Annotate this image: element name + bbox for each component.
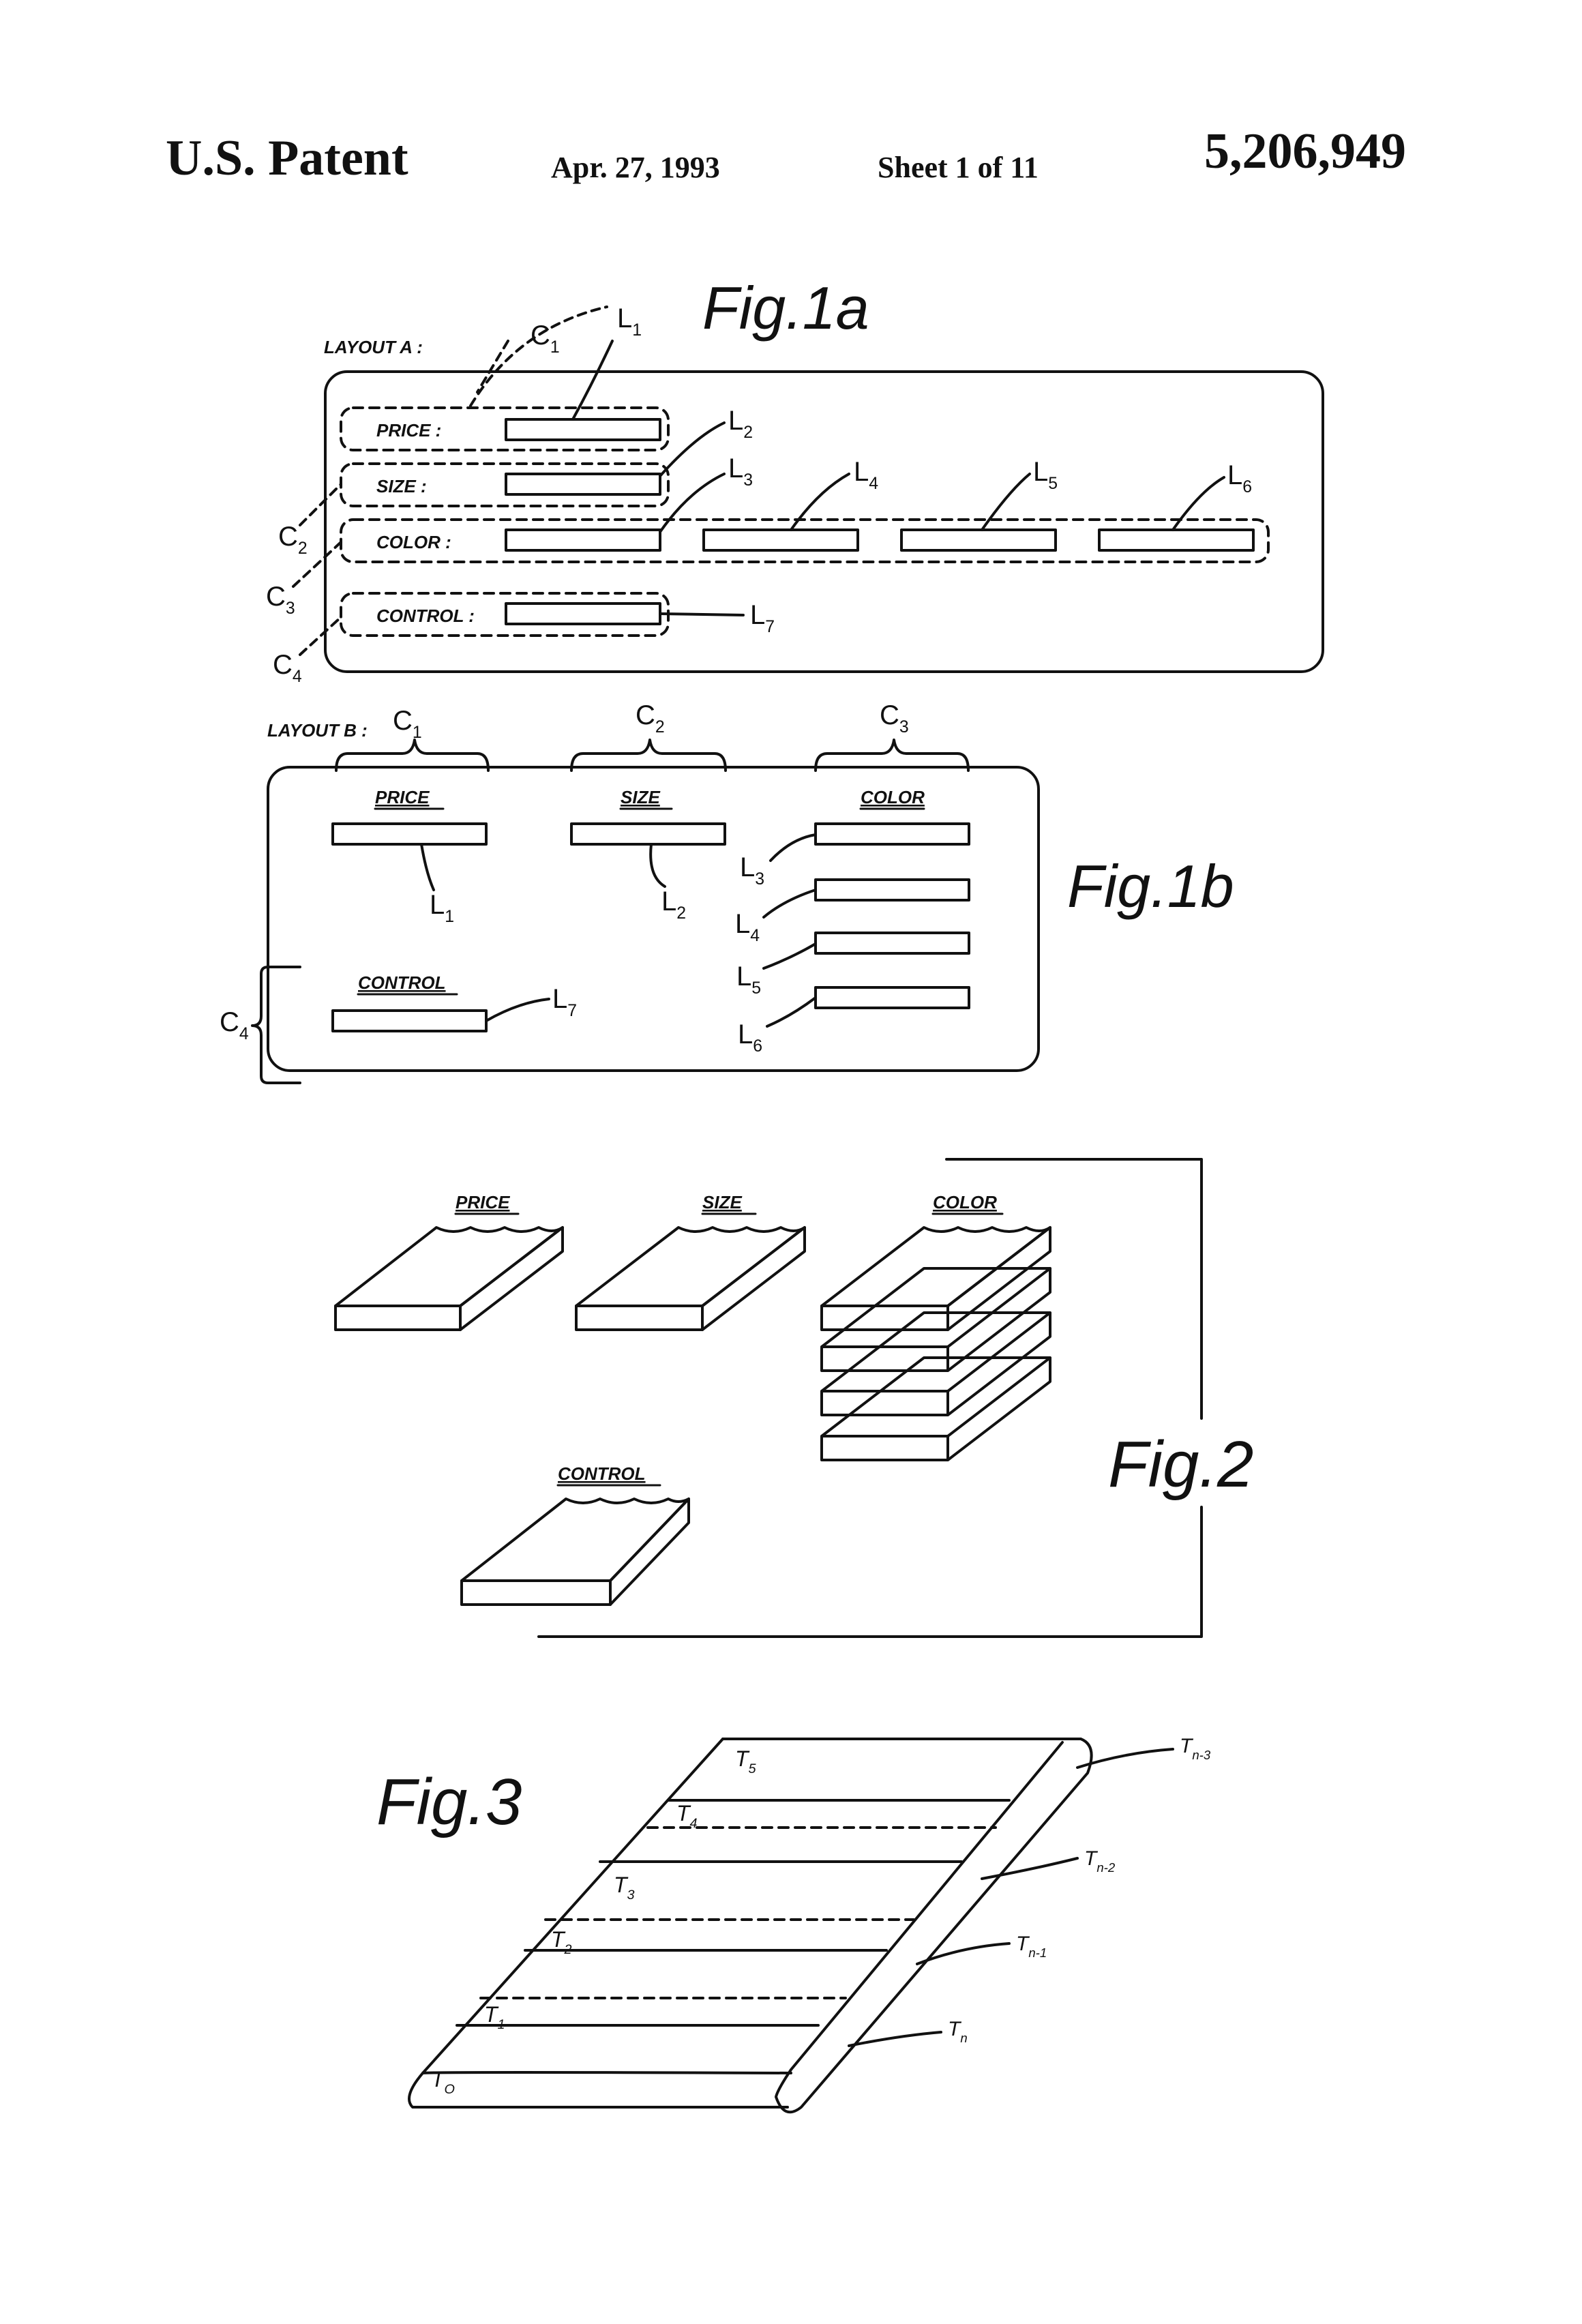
fig1b-ref-l3: L3 bbox=[740, 852, 764, 889]
fig2-control-slab bbox=[462, 1499, 689, 1605]
fig1a-size-box bbox=[506, 474, 660, 494]
fig1b-l5-leader bbox=[764, 944, 816, 968]
fig1b-ref-c4: C4 bbox=[220, 1007, 249, 1043]
fig1a-field-size: SIZE : bbox=[376, 476, 427, 496]
fig1b-color-box-3 bbox=[816, 933, 969, 953]
fig1a-color-box-3 bbox=[901, 530, 1056, 550]
fig1a-ref-l6: L6 bbox=[1227, 460, 1252, 496]
fig1a-ref-l5: L5 bbox=[1033, 457, 1058, 493]
fig1b-color-box-2 bbox=[816, 880, 969, 900]
fig2-price-slab bbox=[335, 1227, 563, 1330]
fig1b-price-box bbox=[333, 824, 486, 844]
fig1a-l4-leader bbox=[791, 474, 849, 530]
fig1b-field-size: SIZE bbox=[621, 787, 660, 807]
fig1a-field-price: PRICE : bbox=[376, 420, 441, 441]
fig1b-field-color: COLOR bbox=[861, 787, 925, 807]
fig2-label-size: SIZE bbox=[702, 1192, 742, 1212]
fig3-tile-t5: T5 bbox=[735, 1746, 757, 1776]
fig1a-layout-label: LAYOUT A : bbox=[324, 337, 423, 357]
fig1a-color-box-2 bbox=[704, 530, 858, 550]
fig1a-c4-leader bbox=[300, 617, 341, 655]
fig1b-l3-leader bbox=[771, 835, 816, 861]
fig1b-control-box bbox=[333, 1011, 486, 1031]
fig2-size-slab bbox=[576, 1227, 805, 1330]
fig3-title: Fig.3 bbox=[376, 1766, 522, 1838]
fig3-leader-tn-2 bbox=[982, 1858, 1077, 1879]
fig1b-ref-l5: L5 bbox=[736, 962, 761, 998]
fig3-side-tn-2: Tn-2 bbox=[1084, 1847, 1116, 1875]
fig1b-ref-l6: L6 bbox=[738, 1019, 762, 1056]
fig2-label-control: CONTROL bbox=[558, 1463, 646, 1484]
fig1a-ref-c3: C3 bbox=[266, 582, 295, 618]
fig1a-color-group bbox=[341, 520, 1268, 562]
fig1a-color-box-1 bbox=[506, 530, 660, 550]
fig3-side-tn-1: Tn-1 bbox=[1016, 1933, 1047, 1960]
figure-3: Fig.3 T5 T4 T3 T2 T1 TO Tn-3 Tn-2 Tn-1 T… bbox=[376, 1735, 1211, 2112]
figure-1a: Fig.1a LAYOUT A : PRICE : SIZE : COLOR :… bbox=[266, 274, 1323, 686]
fig2-label-underlines bbox=[456, 1214, 1002, 1485]
fig1a-l5-leader bbox=[982, 474, 1030, 530]
fig1b-color-box-4 bbox=[816, 987, 969, 1008]
fig1a-ref-c4: C4 bbox=[273, 650, 302, 686]
fig1b-ref-l1: L1 bbox=[430, 890, 454, 926]
fig1a-ref-l2: L2 bbox=[728, 406, 753, 442]
fig2-label-price: PRICE bbox=[456, 1192, 510, 1212]
fig1b-ref-l2: L2 bbox=[661, 887, 686, 923]
fig2-title: Fig.2 bbox=[1108, 1428, 1253, 1501]
fig1b-l7-leader bbox=[486, 999, 549, 1021]
fig3-side-tn: Tn bbox=[948, 2018, 968, 2045]
fig1b-l4-leader bbox=[764, 890, 816, 917]
fig1a-l7-leader bbox=[660, 614, 743, 615]
fig1a-field-color: COLOR : bbox=[376, 532, 451, 552]
fig1b-l1-leader bbox=[421, 844, 434, 890]
fig1a-l6-leader bbox=[1173, 477, 1224, 530]
fig2-color-slab-stack bbox=[822, 1227, 1050, 1460]
fig1a-control-box bbox=[506, 604, 660, 624]
fig1a-field-control: CONTROL : bbox=[376, 606, 475, 626]
fig1b-color-box-1 bbox=[816, 824, 969, 844]
fig1b-field-price: PRICE bbox=[375, 787, 430, 807]
fig1a-ref-l3: L3 bbox=[728, 453, 753, 490]
figure-2: PRICE SIZE COLOR CONTROL Fig.2 bbox=[335, 1159, 1253, 1637]
fig1a-l3-leader bbox=[660, 474, 724, 532]
fig1b-ref-c1: C1 bbox=[393, 706, 422, 742]
fig3-roller-right bbox=[723, 1739, 1092, 2112]
fig1a-l2-leader bbox=[660, 423, 724, 476]
fig1b-l2-leader bbox=[651, 844, 665, 887]
fig1b-layout-label: LAYOUT B : bbox=[267, 720, 368, 741]
fig3-tile-t2: T2 bbox=[551, 1927, 572, 1957]
figure-1b: LAYOUT B : C1 C2 C3 C4 PRICE SIZE COLOR … bbox=[220, 700, 1234, 1083]
fig1b-layout-frame bbox=[268, 767, 1039, 1071]
fig2-label-color: COLOR bbox=[933, 1192, 997, 1212]
fig1a-title: Fig.1a bbox=[702, 274, 869, 342]
fig1a-ref-l7: L7 bbox=[750, 600, 775, 636]
fig1b-title: Fig.1b bbox=[1067, 852, 1234, 920]
fig3-belt-front-edge bbox=[423, 2072, 791, 2073]
fig1b-size-box bbox=[571, 824, 725, 844]
fig1a-layout-frame bbox=[325, 372, 1323, 672]
fig1b-l6-leader bbox=[767, 998, 816, 1026]
fig1b-ref-l7: L7 bbox=[552, 984, 577, 1020]
fig3-tile-t3: T3 bbox=[614, 1873, 635, 1903]
fig1b-field-control: CONTROL bbox=[358, 972, 446, 993]
fig1a-price-box bbox=[506, 419, 660, 440]
fig1b-ref-l4: L4 bbox=[735, 909, 760, 945]
fig1a-color-box-4 bbox=[1099, 530, 1253, 550]
fig1a-ref-c2: C2 bbox=[278, 522, 308, 558]
fig3-tile-t1: T1 bbox=[484, 2002, 505, 2032]
fig1a-ref-l1: L1 bbox=[617, 303, 642, 340]
fig3-side-tn-3: Tn-3 bbox=[1180, 1735, 1211, 1762]
fig1b-ref-c2: C2 bbox=[636, 700, 665, 736]
fig1a-c2-leader bbox=[300, 484, 341, 525]
fig1a-ref-l4: L4 bbox=[854, 457, 878, 493]
fig1b-ref-c3: C3 bbox=[880, 700, 909, 736]
